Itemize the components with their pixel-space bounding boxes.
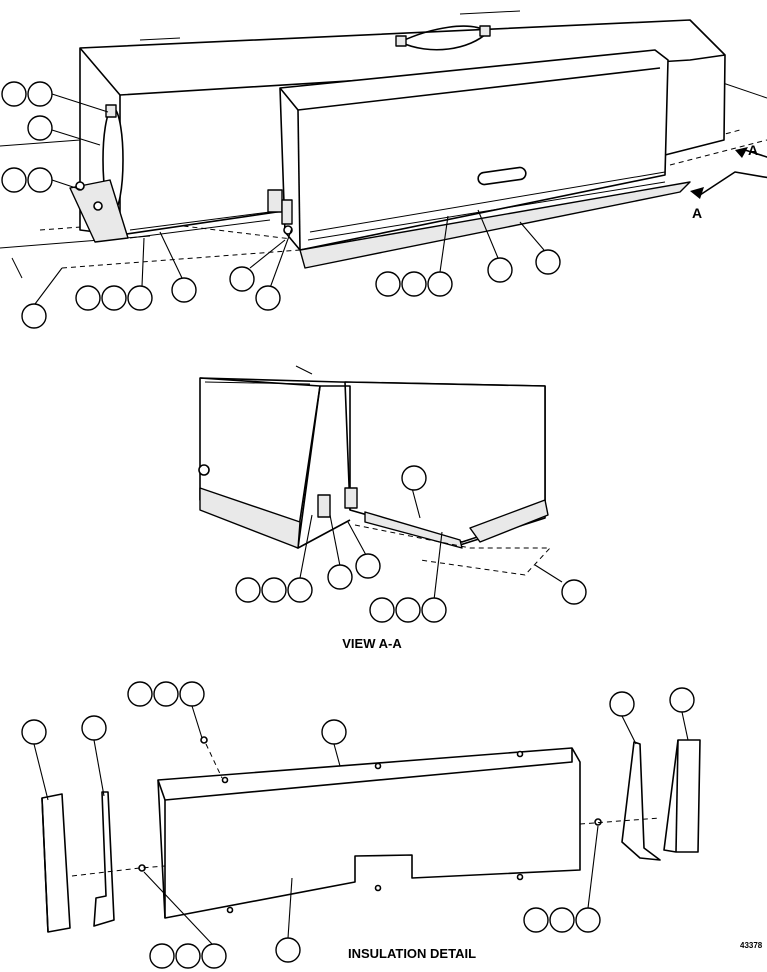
callout-circle xyxy=(321,719,347,745)
callout-circle xyxy=(287,577,313,603)
view-a-a-callouts: VIEW A-A xyxy=(235,465,587,651)
callout-circle xyxy=(427,271,453,297)
callout-circle xyxy=(369,597,395,623)
callout-circle xyxy=(1,81,27,107)
callout-circle xyxy=(421,597,447,623)
callout-circle xyxy=(27,115,53,141)
callout-circle xyxy=(327,564,353,590)
callout-circle xyxy=(21,719,47,745)
insulation-detail-callouts: INSULATION DETAIL 43378 xyxy=(21,681,763,969)
callout-circle xyxy=(561,579,587,605)
main-assembly-view: A A xyxy=(0,10,767,279)
callout-circle xyxy=(149,943,175,969)
callout-circle xyxy=(229,266,255,292)
callout-circle xyxy=(535,249,561,275)
section-marker-upper: A xyxy=(748,142,758,158)
callout-circle xyxy=(75,285,101,311)
callout-circle xyxy=(175,943,201,969)
callout-circle xyxy=(401,271,427,297)
callout-circle xyxy=(235,577,261,603)
callout-circle xyxy=(27,167,53,193)
detail-title: INSULATION DETAIL xyxy=(348,946,476,961)
callout-circle xyxy=(401,465,427,491)
callout-circle xyxy=(179,681,205,707)
callout-circle xyxy=(101,285,127,311)
callout-circle xyxy=(523,907,549,933)
callout-circle xyxy=(487,257,513,283)
main-callouts xyxy=(1,81,561,329)
callout-circle xyxy=(355,553,381,579)
callout-circle xyxy=(201,943,227,969)
callout-circle xyxy=(81,715,107,741)
callout-circle xyxy=(609,691,635,717)
view-a-a xyxy=(198,365,552,576)
callout-circle xyxy=(171,277,197,303)
callout-circle xyxy=(127,681,153,707)
callout-circle xyxy=(375,271,401,297)
callout-circle xyxy=(669,687,695,713)
callout-circle xyxy=(255,285,281,311)
callout-circle xyxy=(261,577,287,603)
section-marker-lower: A xyxy=(692,205,702,221)
callout-circle xyxy=(395,597,421,623)
insulation-detail xyxy=(41,736,701,933)
callout-circle xyxy=(27,81,53,107)
callout-circle xyxy=(21,303,47,329)
figure-number: 43378 xyxy=(740,941,763,950)
callout-circle xyxy=(1,167,27,193)
callout-circle xyxy=(549,907,575,933)
callout-circle xyxy=(575,907,601,933)
view-title: VIEW A-A xyxy=(342,636,402,651)
callout-circle xyxy=(153,681,179,707)
callout-circle xyxy=(127,285,153,311)
callout-circle xyxy=(275,937,301,963)
